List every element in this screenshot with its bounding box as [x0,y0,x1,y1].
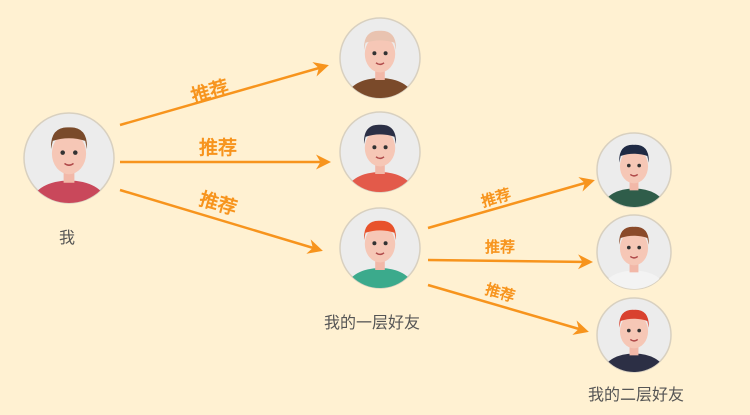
second-layer-label: 我的二层好友 [587,385,685,404]
second-friend-avatar-3 [596,297,672,373]
me-avatar [23,112,115,204]
friend-avatar-3 [339,207,421,289]
second-friend-avatar-1 [596,132,672,208]
arrow-friend3-to-second1 [427,177,595,230]
edge-label: 推荐 [199,136,237,159]
first-layer-label: 我的一层好友 [323,313,421,332]
edge-label: 推荐 [479,185,513,211]
arrow-me-to-friend3 [119,188,323,254]
arrow-friend3-to-second2 [427,254,593,270]
edge-label: 推荐 [485,238,515,256]
edge-label: 推荐 [188,75,231,108]
friend-avatar-1 [339,17,421,99]
arrow-friend3-to-second3 [427,283,589,335]
friend-avatar-2 [339,111,421,193]
me-label: 我 [58,228,76,247]
arrow-me-to-friend1 [119,62,329,127]
second-friend-avatar-2 [596,214,672,290]
